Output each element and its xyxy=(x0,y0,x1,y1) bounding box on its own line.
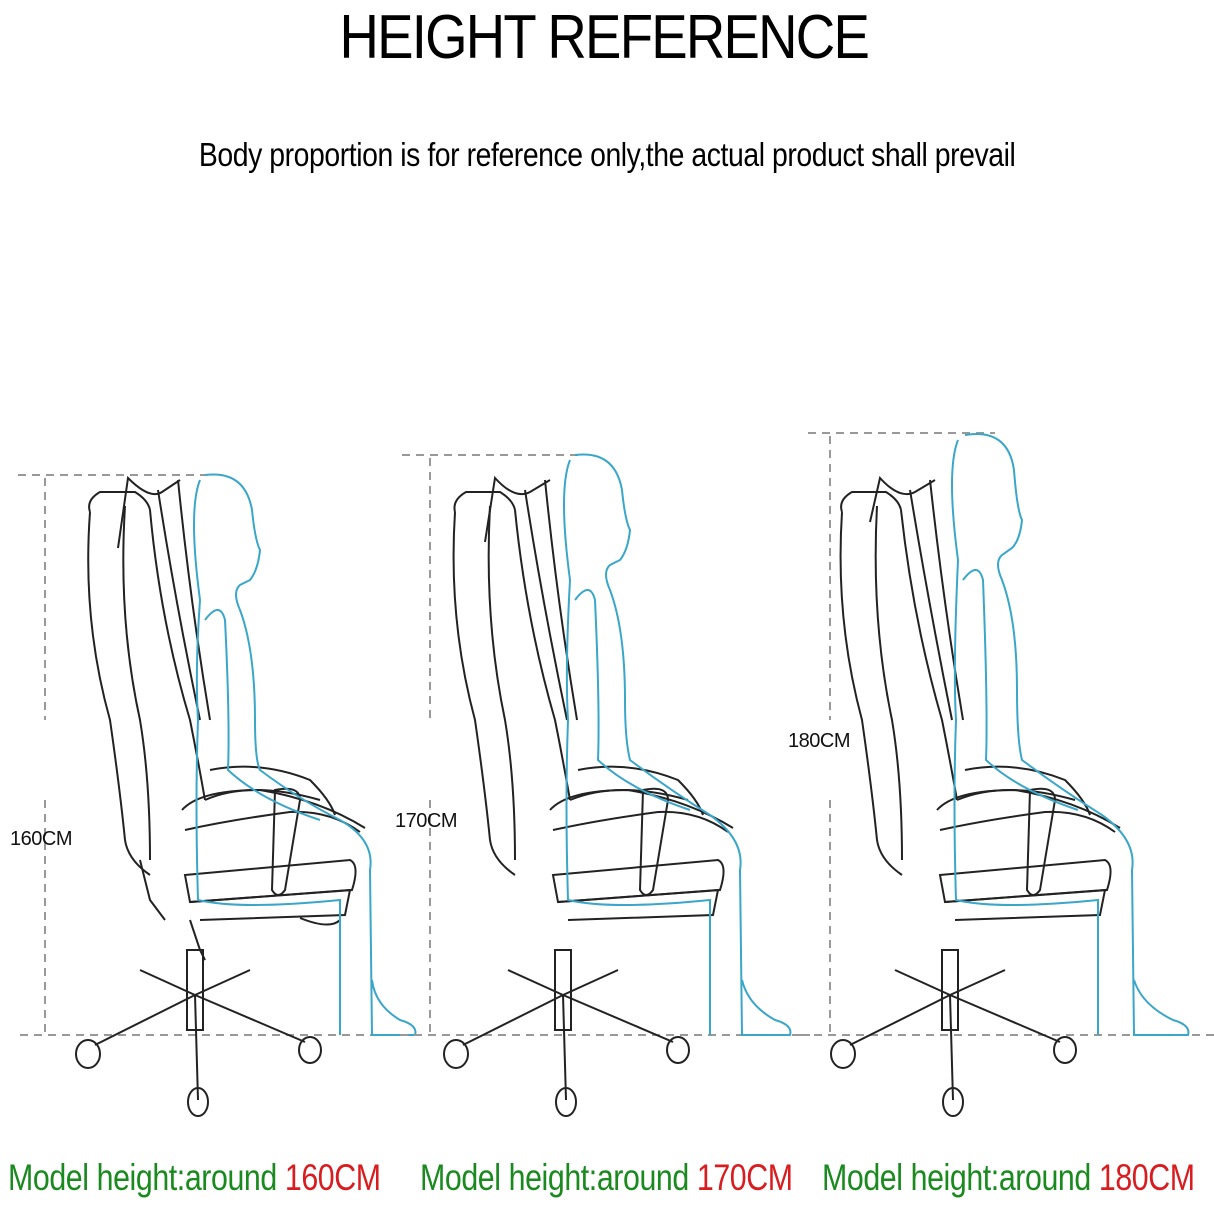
figure-180cm: 180CM xyxy=(780,420,1214,1120)
chair-with-person-illustration xyxy=(400,453,810,1117)
dimension-lines xyxy=(800,432,1214,1036)
caption-prefix: Model height:around xyxy=(822,1157,1099,1198)
seated-person-outline xyxy=(193,473,417,1036)
caption-value: 170CM xyxy=(696,1157,793,1198)
office-chair-outline xyxy=(830,475,1121,1117)
dimension-lines xyxy=(18,474,420,1036)
caption-value: 160CM xyxy=(284,1157,381,1198)
dimension-label-180: 180CM xyxy=(788,730,850,752)
dimension-label-170: 170CM xyxy=(395,810,457,832)
disclaimer-subtitle: Body proportion is for reference only,th… xyxy=(198,136,1016,173)
seated-person-outline xyxy=(563,453,792,1036)
figure-170cm: 170CM xyxy=(380,420,810,1120)
seated-person-outline xyxy=(951,433,1190,1036)
figure-160cm: 160CM xyxy=(0,420,420,1120)
caption-value: 180CM xyxy=(1098,1157,1195,1198)
caption-160cm: Model height:around 160CM xyxy=(8,1157,381,1199)
chair-with-person-illustration xyxy=(800,432,1214,1117)
caption-180cm: Model height:around 180CM xyxy=(822,1157,1195,1199)
page-title: HEIGHT REFERENCE xyxy=(339,3,869,72)
chair-with-person-illustration xyxy=(18,473,420,1117)
dimension-lines xyxy=(400,454,810,1036)
dimension-label-160: 160CM xyxy=(10,828,72,850)
office-chair-outline xyxy=(443,475,734,1117)
office-chair-outline xyxy=(75,475,366,1117)
caption-170cm: Model height:around 170CM xyxy=(420,1157,793,1199)
caption-prefix: Model height:around xyxy=(420,1157,697,1198)
caption-prefix: Model height:around xyxy=(8,1157,285,1198)
